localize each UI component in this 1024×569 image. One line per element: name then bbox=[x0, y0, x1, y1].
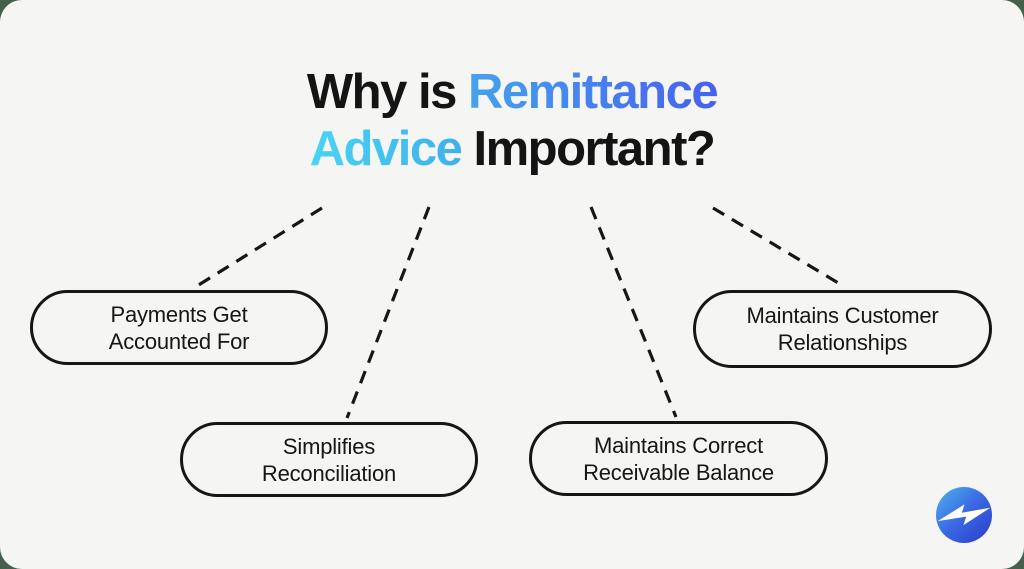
pill-label-line: Simplifies bbox=[282, 433, 376, 459]
pill-payments-get-accounted-for: Payments Get Accounted For bbox=[30, 290, 328, 365]
pill-label-line: Maintains Correct bbox=[594, 432, 763, 458]
pill-maintains-customer-relationships: Maintains Customer Relationships bbox=[693, 290, 992, 368]
title-plain-suffix: Important? bbox=[461, 122, 715, 176]
title-plain-prefix: Why is bbox=[306, 65, 468, 119]
pill-label-line: Maintains Customer bbox=[746, 303, 939, 328]
connector-line-simplifies bbox=[345, 206, 431, 419]
title-highlight-advice: Advice bbox=[309, 122, 463, 176]
page-title: Why is Remittance Advice Important? bbox=[0, 64, 1024, 178]
pill-label-line: Reconciliation bbox=[261, 460, 397, 486]
pill-simplifies-reconciliation: Simplifies Reconciliation bbox=[180, 422, 478, 497]
connector-line-receivable bbox=[589, 206, 678, 418]
pill-label-line: Accounted For bbox=[108, 328, 250, 354]
title-highlight-remittance: Remittance bbox=[467, 65, 719, 119]
pill-maintains-correct-receivable-balance: Maintains Correct Receivable Balance bbox=[529, 421, 828, 496]
pill-label-line: Relationships bbox=[777, 330, 908, 355]
pill-label-line: Receivable Balance bbox=[583, 459, 774, 485]
connector-line-customer bbox=[712, 206, 846, 289]
connector-line-payments bbox=[196, 206, 323, 288]
pill-label-line: Payments Get bbox=[110, 301, 248, 327]
brand-flash-logo-icon bbox=[936, 487, 992, 543]
